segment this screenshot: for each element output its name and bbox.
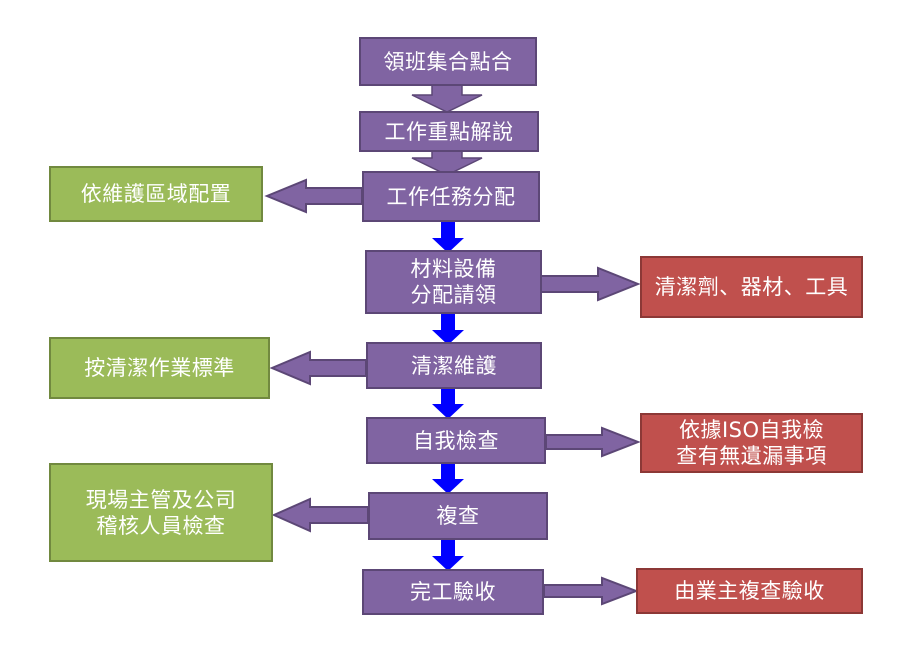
flow-arrow-5	[432, 540, 464, 571]
step-label: 工作重點解說	[384, 119, 514, 144]
step-team-leader-assembly: 領班集合點合	[359, 37, 537, 86]
step-label: 清潔維護	[411, 353, 497, 378]
note-supervisor-audit: 現場主管及公司 稽核人員檢查	[49, 463, 273, 562]
flow-arrow-1	[432, 222, 464, 253]
step-work-briefing: 工作重點解說	[359, 111, 539, 152]
note-label: 由業主複查驗收	[674, 579, 825, 603]
note-label: 依維護區域配置	[80, 182, 232, 206]
side-arrow-right-1	[539, 266, 641, 302]
side-arrow-right-3	[543, 576, 639, 606]
flow-arrow-4	[432, 464, 464, 494]
step-cleaning-maintenance: 清潔維護	[366, 342, 542, 389]
step-label: 複查	[436, 504, 480, 528]
note-label-line-2: 稽核人員檢查	[96, 513, 226, 538]
note-iso-self-check: 依據ISO自我檢 查有無遺漏事項	[640, 413, 863, 473]
step-label: 領班集合點合	[383, 49, 513, 74]
step-materials-requisition: 材料設備 分配請領	[365, 250, 542, 314]
side-arrow-left-1	[264, 178, 363, 214]
step-task-assignment: 工作任務分配	[362, 171, 540, 222]
note-cleaning-supplies: 清潔劑、器材、工具	[640, 256, 863, 318]
step-label: 工作任務分配	[386, 184, 516, 209]
note-cleaning-standard: 按清潔作業標準	[49, 337, 270, 399]
flow-arrow-3	[432, 389, 464, 419]
step-label-line-1: 材料設備	[410, 257, 497, 281]
side-arrow-left-2	[269, 350, 367, 386]
note-owner-acceptance: 由業主複查驗收	[636, 568, 863, 614]
step-completion-acceptance: 完工驗收	[362, 569, 544, 615]
note-area-allocation: 依維護區域配置	[49, 166, 263, 222]
note-label-line-2: 查有無遺漏事項	[676, 444, 827, 468]
note-label-line-1: 現場主管及公司	[85, 487, 237, 512]
flow-arrow-2	[432, 314, 464, 345]
side-arrow-right-2	[545, 426, 641, 458]
note-label-line-1: 依據ISO自我檢	[678, 418, 825, 442]
note-label: 清潔劑、器材、工具	[654, 275, 849, 299]
connector-arrow-1	[411, 84, 483, 113]
side-arrow-left-3	[271, 497, 369, 533]
note-label: 按清潔作業標準	[84, 356, 235, 380]
step-label-line-2: 分配請領	[410, 283, 497, 307]
step-label: 完工驗收	[410, 580, 496, 604]
step-self-inspection: 自我檢查	[366, 417, 546, 464]
step-re-inspection: 複查	[368, 492, 548, 540]
step-label: 自我檢查	[413, 428, 499, 453]
